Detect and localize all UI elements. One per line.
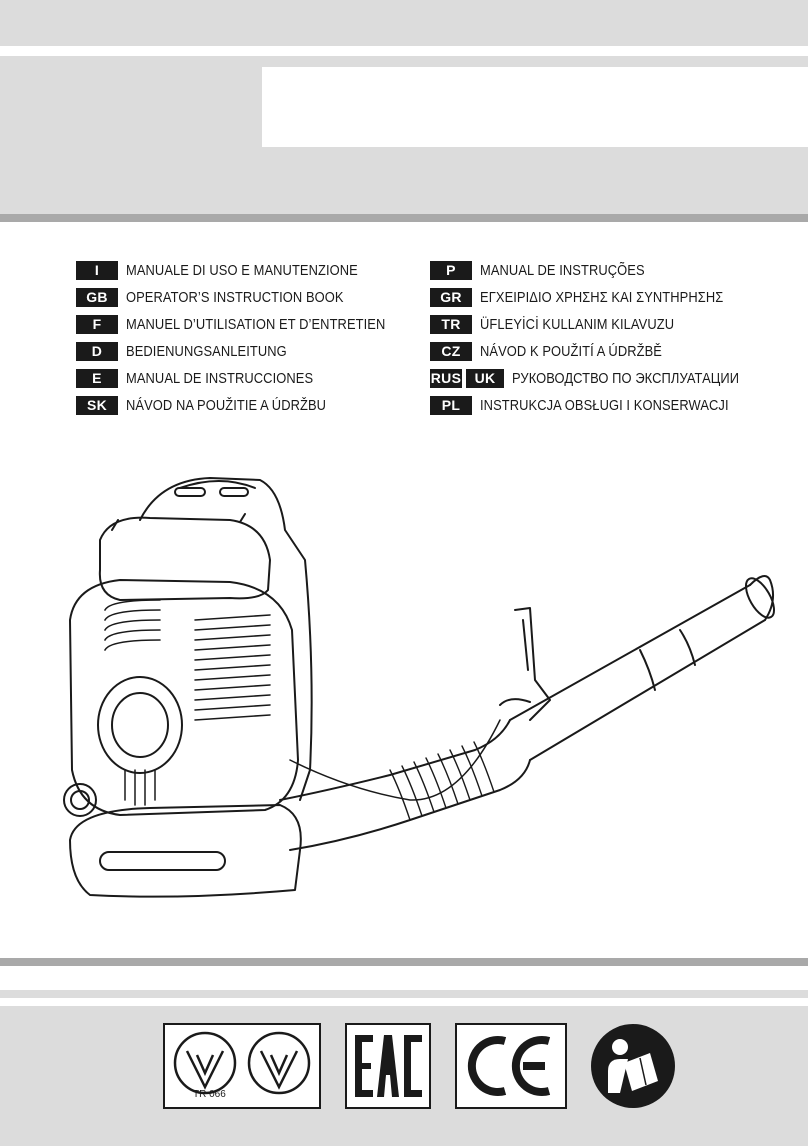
- language-title: INSTRUKCJA OBSŁUGI I KONSERWACJI: [480, 397, 729, 414]
- language-code-badge: D: [76, 342, 118, 361]
- language-code-badge: RUS: [430, 369, 462, 388]
- language-row: CZ NÁVOD K POUŽITÍ A ÚDRŽBĚ: [430, 338, 776, 365]
- language-row: E MANUAL DE INSTRUCCIONES: [76, 365, 428, 392]
- read-manual-icon: [591, 1024, 675, 1108]
- tr-code-label: TR 066: [193, 1089, 226, 1100]
- language-title: NÁVOD NA POUŽITIE A ÚDRŽBU: [126, 397, 327, 414]
- language-code-badge: GR: [430, 288, 472, 307]
- language-title: OPERATOR’S INSTRUCTION BOOK: [126, 289, 344, 306]
- language-title: ΕΓΧΕΙΡΙΔΙΟ ΧΡΗΣΗΣ ΚΑΙ ΣΥΝΤΗΡΗΣΗΣ: [480, 289, 724, 306]
- language-title: MANUEL D’UTILISATION ET D’ENTRETIEN: [126, 316, 386, 333]
- language-row: P MANUAL DE INSTRUÇÕES: [430, 257, 776, 284]
- title-box: [262, 67, 808, 147]
- language-code-badge: TR: [430, 315, 472, 334]
- tr-conformity-mark-icon: TR 066: [163, 1023, 321, 1109]
- language-code-badge: P: [430, 261, 472, 280]
- language-code-badge: UK: [466, 369, 504, 388]
- language-row: TR ÜFLEYİCİ KULLANIM KILAVUZU: [430, 311, 776, 338]
- backpack-blower-illustration: [63, 477, 775, 898]
- language-code-badge: GB: [76, 288, 118, 307]
- language-row: F MANUEL D’UTILISATION ET D’ENTRETIEN: [76, 311, 428, 338]
- language-row: SK NÁVOD NA POUŽITIE A ÚDRŽBU: [76, 392, 428, 419]
- language-title: MANUAL DE INSTRUCCIONES: [126, 370, 314, 387]
- language-title: РУКОВОДСТВО ПО ЭКСПЛУАТАЦИИ: [512, 370, 740, 387]
- language-code-badge: PL: [430, 396, 472, 415]
- footer-divider: [0, 958, 808, 966]
- language-code-badge: F: [76, 315, 118, 334]
- language-row: I MANUALE DI USO E MANUTENZIONE: [76, 257, 428, 284]
- language-code-badge: SK: [76, 396, 118, 415]
- language-row: GB OPERATOR’S INSTRUCTION BOOK: [76, 284, 428, 311]
- language-code-badge: CZ: [430, 342, 472, 361]
- language-row: D BEDIENUNGSANLEITUNG: [76, 338, 428, 365]
- language-title: BEDIENUNGSANLEITUNG: [126, 343, 287, 360]
- language-row: PL INSTRUKCJA OBSŁUGI I KONSERWACJI: [430, 392, 776, 419]
- top-strip: [0, 0, 808, 46]
- footer-strip: [0, 990, 808, 998]
- eac-mark-icon: [345, 1023, 431, 1109]
- header-divider: [0, 214, 808, 222]
- language-code-badge: I: [76, 261, 118, 280]
- language-row: RUS UK РУКОВОДСТВО ПО ЭКСПЛУАТАЦИИ: [430, 365, 776, 392]
- ce-mark-icon: [455, 1023, 567, 1109]
- language-title: ÜFLEYİCİ KULLANIM KILAVUZU: [480, 316, 675, 333]
- language-list-left: I MANUALE DI USO E MANUTENZIONE GB OPERA…: [76, 257, 428, 419]
- language-row: GR ΕΓΧΕΙΡΙΔΙΟ ΧΡΗΣΗΣ ΚΑΙ ΣΥΝΤΗΡΗΣΗΣ: [430, 284, 776, 311]
- language-title: MANUAL DE INSTRUÇÕES: [480, 262, 645, 279]
- language-title: MANUALE DI USO E MANUTENZIONE: [126, 262, 358, 279]
- language-code-badge: E: [76, 369, 118, 388]
- language-list-right: P MANUAL DE INSTRUÇÕES GR ΕΓΧΕΙΡΙΔΙΟ ΧΡΗ…: [430, 257, 776, 419]
- language-title: NÁVOD K POUŽITÍ A ÚDRŽBĚ: [480, 343, 662, 360]
